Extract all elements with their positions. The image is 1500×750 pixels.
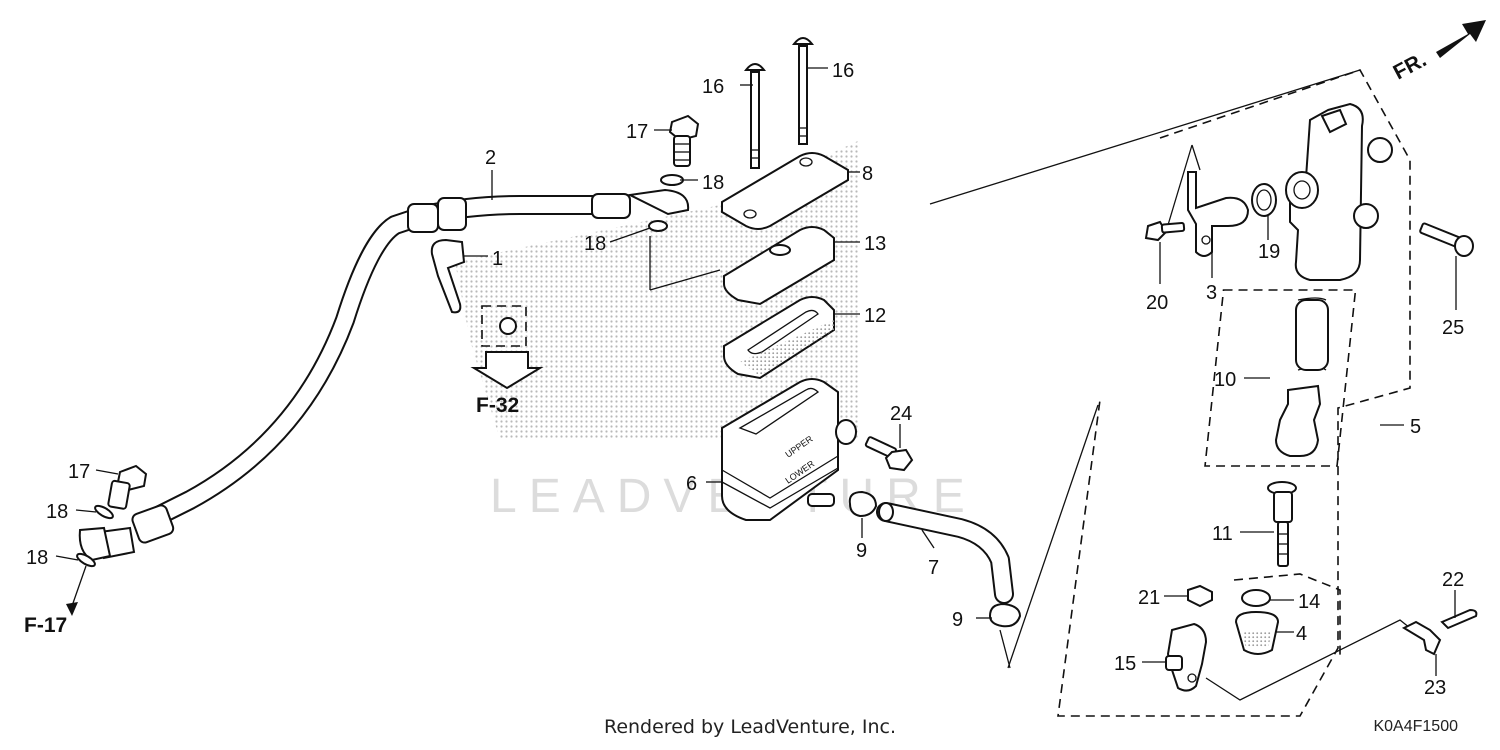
label-3: 3 (1206, 282, 1217, 304)
label-18-b: 18 (584, 233, 606, 255)
direction-label: FR. (1390, 48, 1431, 84)
brake-hose (78, 188, 690, 562)
leader-lines (55, 67, 1457, 676)
label-11: 11 (1212, 523, 1233, 545)
label-8: 8 (862, 163, 873, 185)
label-17-b: 17 (68, 461, 90, 483)
label-22: 22 (1442, 569, 1464, 591)
label-16-b: 16 (832, 60, 854, 82)
footer-credit: Rendered by LeadVenture, Inc. (603, 716, 897, 738)
label-1: 1 (492, 248, 503, 270)
part-labels: 1 2 3 4 5 6 7 8 9 9 10 11 12 13 14 15 16… (26, 60, 1464, 699)
reference-f32[interactable]: F-32 (476, 394, 519, 417)
label-9-b: 9 (952, 609, 963, 631)
label-7: 7 (928, 557, 939, 579)
label-25: 25 (1442, 317, 1464, 339)
label-16-a: 16 (702, 76, 724, 98)
bolt-24 (864, 436, 914, 472)
label-2: 2 (485, 147, 496, 169)
label-10: 10 (1214, 369, 1236, 391)
banjo-bolt-upper (668, 114, 700, 167)
label-12: 12 (864, 305, 886, 327)
reservoir-cover (721, 152, 849, 230)
label-13: 13 (864, 233, 886, 255)
label-18-a: 18 (702, 172, 724, 194)
diaphragm-plate (723, 226, 835, 306)
screws-16 (743, 37, 815, 169)
label-18-c: 18 (46, 501, 68, 523)
reservoir: UPPER LOWER (721, 378, 857, 521)
sealing-washers (76, 174, 721, 568)
label-23: 23 (1424, 677, 1446, 699)
direction-arrow-icon (1436, 20, 1486, 58)
direction-marker: FR. (1390, 20, 1486, 84)
banjo-bolt-lower (107, 464, 148, 510)
label-20: 20 (1146, 292, 1168, 314)
hose-clips (848, 490, 1022, 669)
label-6: 6 (686, 473, 697, 495)
reservoir-hose (876, 502, 1014, 604)
label-15: 15 (1114, 653, 1136, 675)
label-18-d: 18 (26, 547, 48, 569)
label-5: 5 (1410, 416, 1421, 438)
label-19: 19 (1258, 241, 1280, 263)
label-4: 4 (1296, 623, 1307, 645)
master-cylinder-assembly (929, 69, 1478, 717)
diagram-code: K0A4F1500 (1373, 718, 1458, 735)
reference-f17[interactable]: F-17 (24, 614, 67, 637)
label-14: 14 (1298, 591, 1320, 613)
hose-clamp (430, 238, 488, 314)
label-21: 21 (1138, 587, 1160, 609)
label-9-a: 9 (856, 540, 867, 562)
label-17-a: 17 (626, 121, 648, 143)
diaphragm (723, 296, 835, 380)
reference-box-f32 (470, 305, 544, 390)
label-24: 24 (890, 403, 912, 425)
